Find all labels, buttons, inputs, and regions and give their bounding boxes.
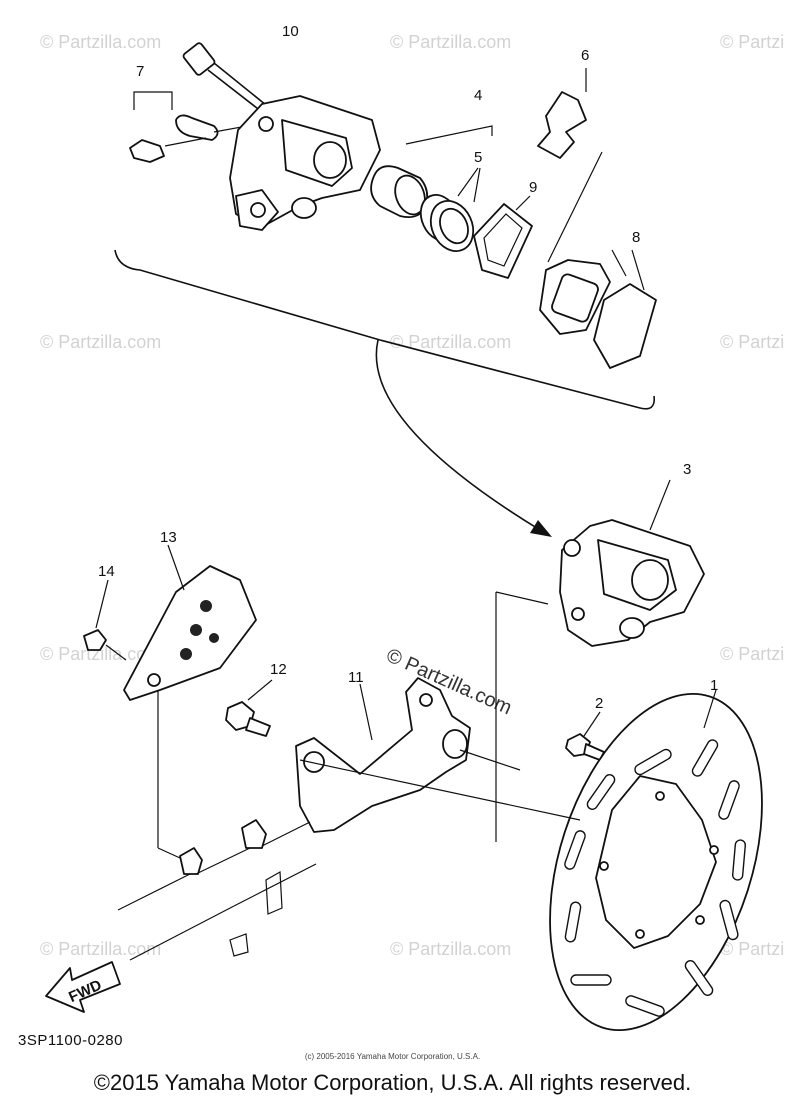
watermark: © Partzilla.com: [390, 939, 511, 959]
watermark: © Partzilla.com: [720, 644, 785, 664]
part-label-2: 2: [595, 695, 603, 712]
watermark: © Partzilla.com: [720, 939, 785, 959]
caliper-assembly-3: [559, 479, 705, 647]
caliper-bracket-11: [295, 591, 549, 842]
part-label-6: 6: [581, 47, 589, 64]
assembly-arrow: [375, 339, 541, 531]
part-label-8: 8: [632, 229, 640, 246]
part-label-13: 13: [160, 529, 177, 546]
part-label-11: 11: [348, 669, 364, 686]
watermark: © Partzilla.com: [720, 332, 785, 352]
watermark: © Partzilla.com: [390, 32, 511, 52]
watermark: © Partzilla.com: [390, 332, 511, 352]
small-copyright: (c) 2005-2016 Yamaha Motor Corporation, …: [304, 1052, 481, 1061]
forward-arrow: FWD: [45, 961, 121, 1013]
part-label-14: 14: [98, 563, 115, 580]
bolt-12: [225, 679, 273, 737]
part-label-3: 3: [683, 461, 691, 478]
slide-pin-10: [182, 42, 267, 113]
seals-5: [419, 167, 481, 252]
caliper-body-top: [229, 95, 381, 231]
brake-disc-1: [549, 689, 763, 1032]
watermark: © Partzilla.com: [40, 332, 161, 352]
part-label-1: 1: [710, 677, 718, 694]
guard-13: [123, 544, 257, 701]
pad-spring-6: [537, 68, 587, 159]
bleed-screw-7: [129, 91, 259, 163]
part-label-7: 7: [136, 63, 144, 80]
watermark: © Partzilla.com: [720, 32, 785, 52]
brake-pads-8: [539, 151, 657, 369]
swingarm-stub: [117, 690, 581, 961]
drawing-code: 3SP1100-0280: [18, 1032, 123, 1049]
watermark: © Partzilla.com: [40, 939, 161, 959]
disc-bolt-2: [565, 711, 605, 761]
bolt-14: [83, 579, 127, 661]
watermark: © Partzilla.com: [40, 32, 161, 52]
part-label-12: 12: [270, 661, 287, 678]
group-bracket: [114, 249, 656, 410]
part-label-5: 5: [474, 149, 482, 166]
part-label-10: 10: [282, 23, 299, 40]
pad-seal-9: [473, 195, 533, 279]
part-label-9: 9: [529, 179, 537, 196]
arrow-head: [530, 520, 552, 537]
watermark: © Partzilla.com: [40, 644, 161, 664]
footer-copyright: ©2015 Yamaha Motor Corporation, U.S.A. A…: [93, 1070, 692, 1095]
part-label-4: 4: [474, 87, 482, 104]
